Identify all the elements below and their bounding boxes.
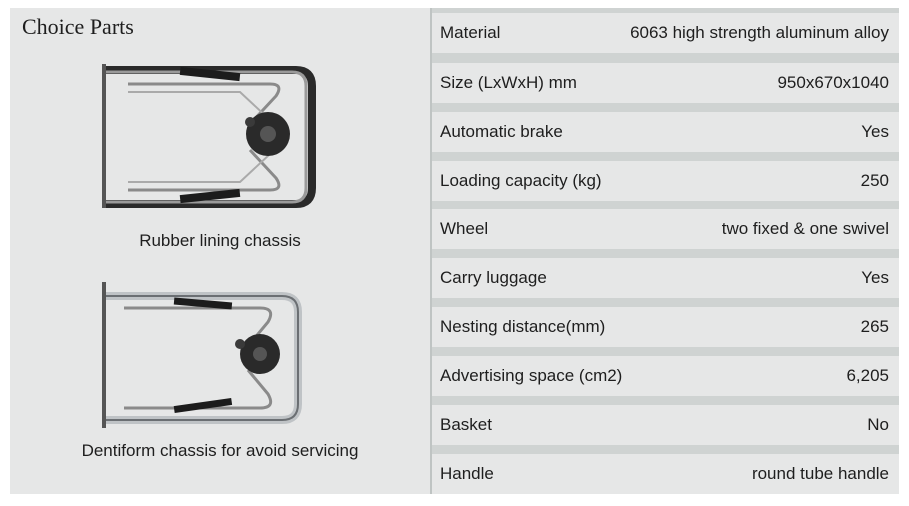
- spec-value: Yes: [861, 268, 889, 287]
- spec-table: Material 6063 high strength aluminum all…: [432, 8, 899, 494]
- spec-value: 6063 high strength aluminum alloy: [630, 23, 889, 42]
- spec-row-automatic-brake: Automatic brake Yes: [432, 112, 899, 152]
- spec-value: Yes: [861, 122, 889, 141]
- spec-value: round tube handle: [751, 464, 889, 483]
- spec-value: 6,205: [846, 366, 889, 385]
- spec-value: two fixed & one swivel: [721, 219, 889, 238]
- spec-value: 265: [860, 317, 889, 336]
- spec-label: Loading capacity (kg): [440, 171, 602, 190]
- spec-label: Advertising space (cm2): [440, 366, 623, 385]
- rubber-lining-chassis-image: [100, 62, 330, 212]
- spec-row-advertising-space: Advertising space (cm2) 6,205: [432, 356, 899, 396]
- spec-value: No: [867, 415, 889, 434]
- spec-row-handle: Handle round tube handle: [432, 454, 899, 494]
- dentiform-chassis-caption: Dentiform chassis for avoid servicing: [81, 441, 359, 460]
- spec-row-carry-luggage: Carry luggage Yes: [432, 258, 899, 298]
- spec-label: Basket: [440, 415, 492, 434]
- spec-row-basket: Basket No: [432, 405, 899, 445]
- spec-label: Nesting distance(mm): [440, 317, 606, 336]
- spec-row-wheel: Wheel two fixed & one swivel: [432, 209, 899, 249]
- spec-label: Wheel: [440, 219, 489, 238]
- spec-row-nesting-distance: Nesting distance(mm) 265: [432, 307, 899, 347]
- column-divider: [430, 8, 432, 494]
- spec-value: 250: [860, 171, 889, 190]
- spec-label: Size (LxWxH) mm: [440, 73, 577, 92]
- dentiform-chassis-image: [100, 282, 320, 432]
- spec-label: Handle: [440, 464, 494, 483]
- spec-label: Carry luggage: [440, 268, 547, 287]
- spec-label: Material: [440, 23, 501, 42]
- spec-value: 950x670x1040: [777, 73, 889, 92]
- choice-parts-title: Choice Parts: [22, 14, 134, 39]
- spec-row-size: Size (LxWxH) mm 950x670x1040: [432, 63, 899, 103]
- spec-label: Automatic brake: [440, 122, 563, 141]
- spec-row-loading-capacity: Loading capacity (kg) 250: [432, 161, 899, 201]
- spec-row-material: Material 6063 high strength aluminum all…: [432, 13, 899, 53]
- rubber-lining-chassis-caption: Rubber lining chassis: [139, 231, 301, 250]
